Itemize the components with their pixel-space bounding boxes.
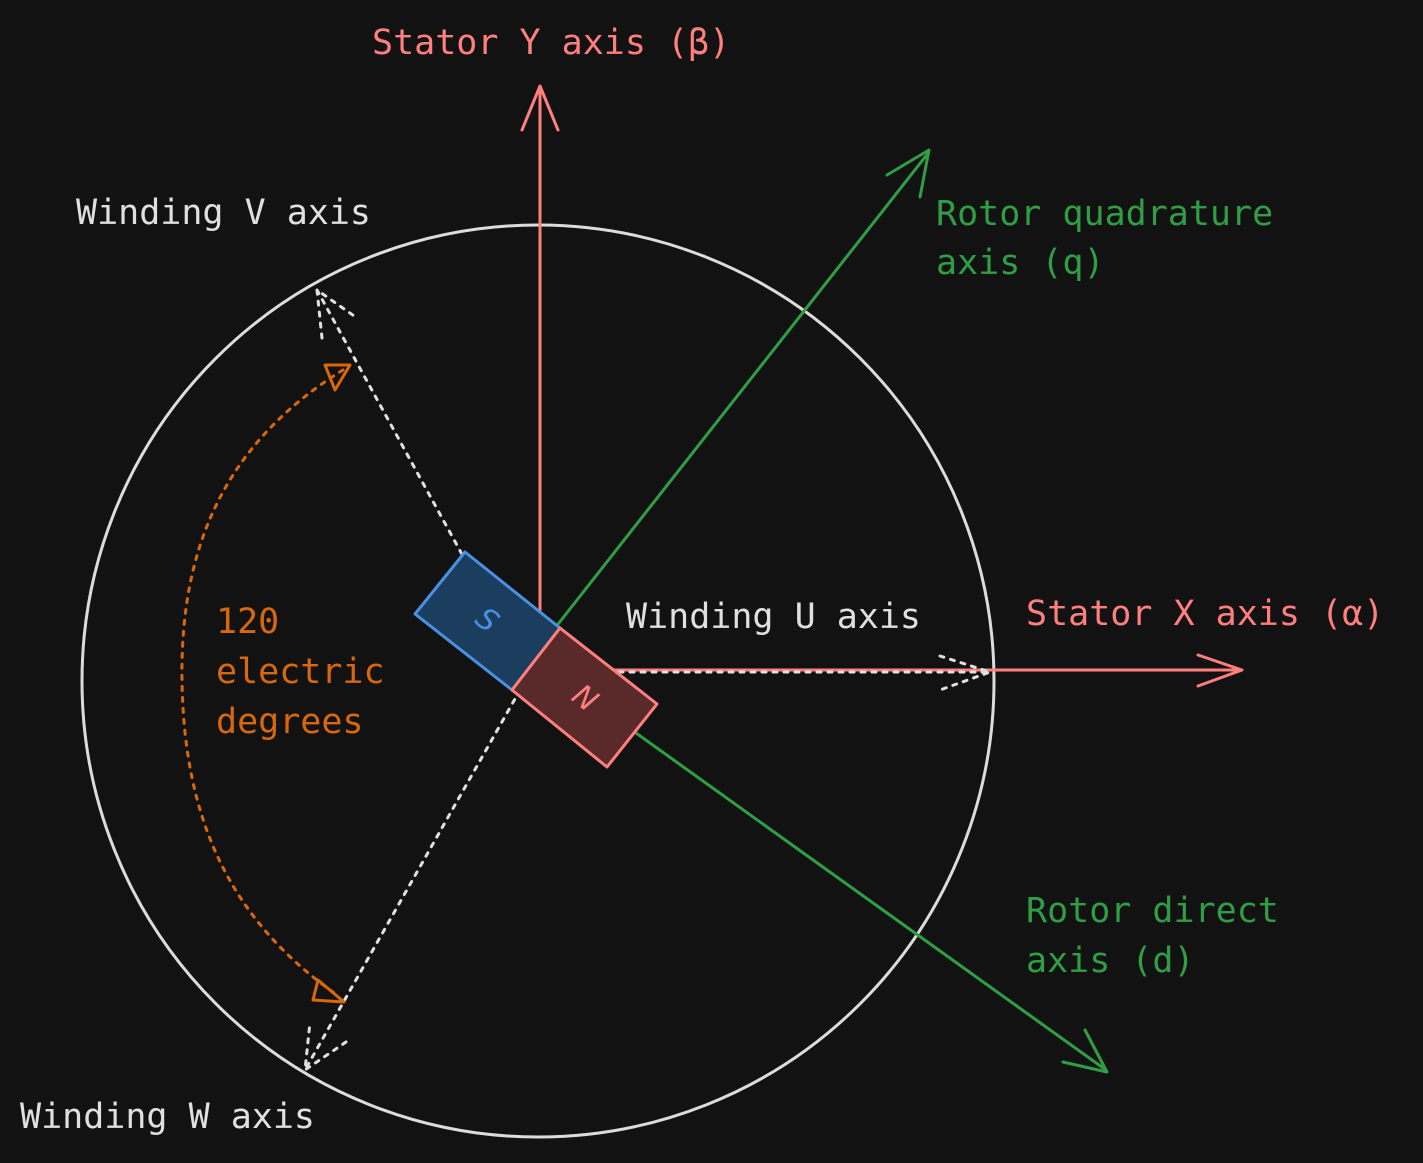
rotor-q-axis [553,148,931,629]
rotor-q-label-line1: Rotor quadrature [936,194,1273,234]
winding-u-arrowhead [938,654,995,692]
stator-y-label: Stator Y axis (β) [372,23,730,63]
stator-x-axis [560,653,1244,688]
stator-x-label: Stator X axis (α) [1026,594,1384,634]
winding-u-label: Winding U axis [626,597,921,637]
winding-w-axis [303,688,522,1074]
stator-circle [80,223,996,1139]
rotor-d-label-line2: axis (d) [1026,941,1195,981]
winding-v-arrowhead [315,286,359,340]
stator-y-arrowhead [520,84,560,132]
rotor-d-label-line1: Rotor direct [1026,891,1279,931]
rotor-q-arrowhead [885,148,931,199]
angle-label-line3: degrees [216,702,364,742]
angle-arc-top-arrowhead [323,363,352,392]
angle-arc [180,363,352,1004]
angle-label-line2: electric [216,652,385,692]
rotor-magnet: S N [413,550,659,769]
stator-y-axis [520,84,560,620]
winding-v-label: Winding V axis [76,193,371,233]
stator-x-arrowhead [1196,653,1244,688]
rotor-d-arrowhead [1061,1028,1109,1074]
rotor-q-label-line2: axis (q) [936,243,1105,283]
rotor-d-axis [635,731,1109,1074]
magnet-north-pole [510,626,659,769]
winding-w-label: Winding W axis [20,1097,315,1137]
angle-label-line1: 120 [216,602,279,642]
angle-arc-bottom-arrowhead [311,978,346,1004]
winding-w-arrowhead [303,1020,348,1074]
